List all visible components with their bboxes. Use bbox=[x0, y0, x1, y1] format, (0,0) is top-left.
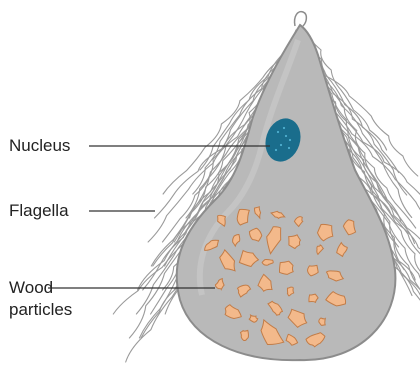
wood-particles-label-line2: particles bbox=[9, 299, 72, 321]
tip-knob bbox=[295, 12, 307, 26]
nucleus-speckle bbox=[277, 131, 279, 133]
nucleus-speckle bbox=[275, 149, 277, 151]
nucleus-speckle bbox=[285, 135, 287, 137]
nucleus-speckle bbox=[288, 147, 290, 149]
nucleus-speckle bbox=[283, 127, 285, 129]
nucleus-label: Nucleus bbox=[9, 135, 70, 157]
flagella-label: Flagella bbox=[9, 200, 69, 222]
wood-particles-label-line1: Wood bbox=[9, 277, 53, 299]
nucleus-speckle bbox=[280, 144, 282, 146]
nucleus-speckle bbox=[289, 139, 291, 141]
wood-particle bbox=[279, 261, 293, 274]
